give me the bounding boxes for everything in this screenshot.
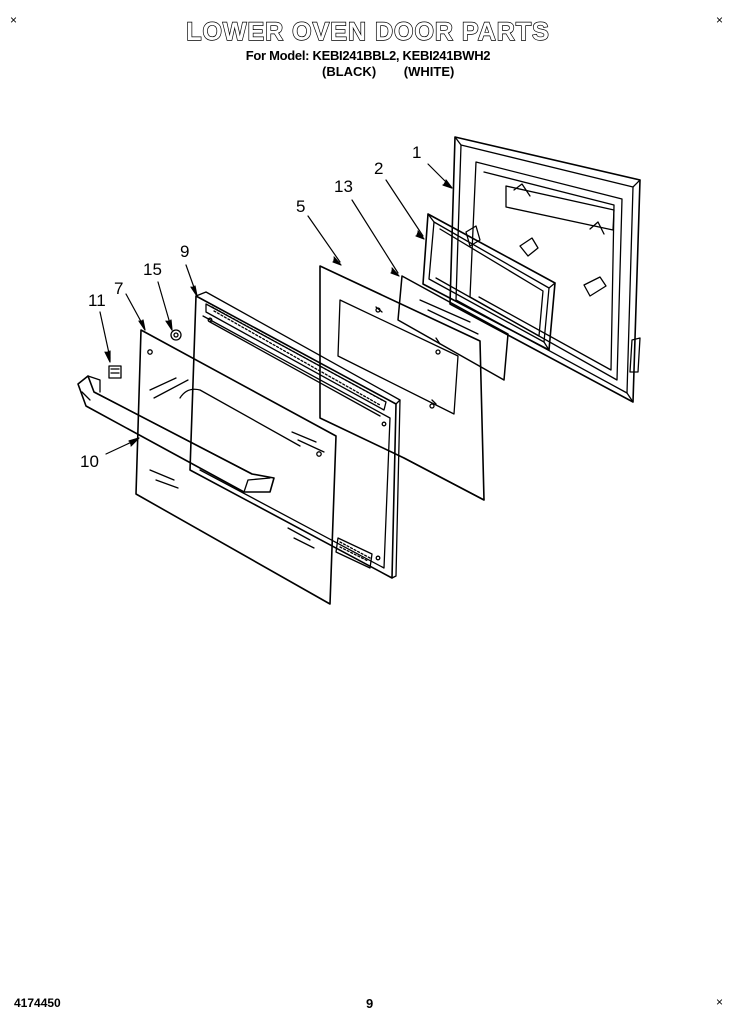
callout-5: 5	[296, 197, 305, 216]
page-title: LOWER OVEN DOOR PARTS	[185, 17, 550, 46]
model-colors: (BLACK) (WHITE)	[322, 64, 454, 79]
callout-11: 11	[88, 291, 106, 310]
corner-mark-top-right: ×	[716, 13, 724, 27]
document-number: 4174450	[14, 996, 61, 1010]
part-13-glass-pane	[397, 275, 509, 381]
corner-mark-bottom-right: ×	[716, 995, 724, 1009]
callout-2: 2	[374, 159, 383, 178]
callout-leaders	[99, 163, 453, 455]
part-7-outer-glass	[135, 329, 337, 605]
callout-9: 9	[180, 242, 189, 261]
corner-mark-top-left: ×	[10, 13, 18, 27]
color-black-label: (BLACK)	[322, 64, 377, 79]
callout-15: 15	[143, 260, 162, 279]
part-10-door-handle	[77, 375, 275, 493]
page-number: 9	[366, 996, 374, 1011]
callout-13: 13	[334, 177, 353, 196]
part-2-door-gasket	[422, 213, 556, 351]
part-1-inner-door-liner	[449, 136, 641, 403]
part-5-door-panel	[319, 265, 485, 501]
color-white-label: (WHITE)	[403, 64, 455, 79]
callout-10: 10	[80, 452, 99, 471]
part-11-end-cap	[108, 365, 122, 379]
part-9-outer-door-frame	[189, 291, 401, 579]
callout-7: 7	[114, 279, 123, 298]
part-15-spacer	[170, 329, 182, 341]
model-numbers: For Model: KEBI241BBL2, KEBI241BWH2	[245, 48, 491, 63]
callout-1: 1	[412, 143, 421, 162]
